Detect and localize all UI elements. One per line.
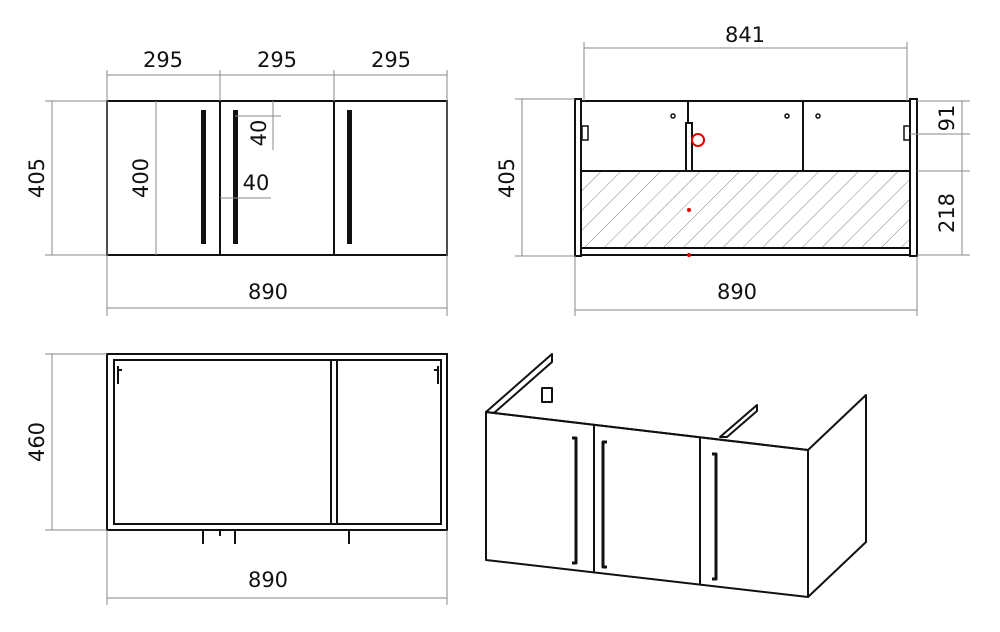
dim-depth: 460 [25, 422, 49, 462]
drain-hole-icon [691, 133, 705, 147]
dim-width: 890 [248, 280, 288, 304]
door-handles [201, 110, 352, 244]
dim-door-width-1: 295 [143, 48, 183, 72]
dim-inner-width: 841 [725, 23, 765, 47]
dim-height: 405 [25, 158, 49, 198]
top-view: 460 890 [25, 353, 448, 605]
front-view: 295 295 295 405 400 40 40 890 [25, 48, 448, 316]
dim-door-width-3: 295 [371, 48, 411, 72]
dim-top-offset: 91 [935, 105, 959, 132]
dim-door-height: 400 [129, 158, 153, 198]
dim-handle-side: 40 [243, 171, 270, 195]
dim-handle-top: 40 [247, 120, 271, 147]
dim-panel-height: 218 [935, 193, 959, 233]
back-view: 841 405 91 218 890 [495, 23, 970, 316]
dim-door-width-2: 295 [257, 48, 297, 72]
dim-back-height: 405 [495, 158, 519, 198]
isometric-view [485, 353, 867, 598]
dim-back-width: 890 [717, 280, 757, 304]
dim-top-width: 890 [248, 568, 288, 592]
